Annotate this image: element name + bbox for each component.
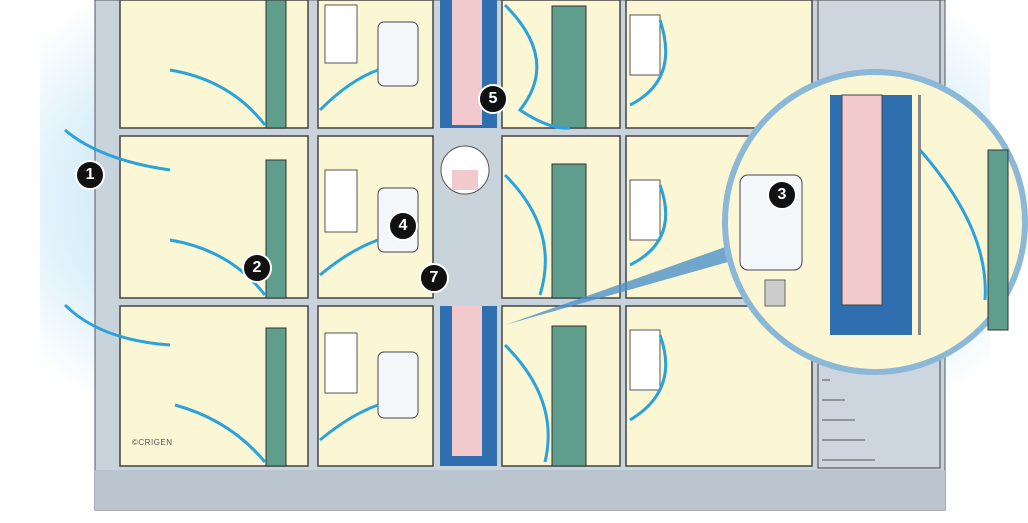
doors	[265, 0, 587, 467]
airflow-arrows	[63, 3, 668, 463]
stairs	[822, 379, 875, 461]
ground-floor-slab	[95, 470, 945, 510]
marker-4: 4	[388, 211, 418, 241]
marker-3: 3	[767, 180, 797, 210]
marker-1: 1	[75, 160, 105, 190]
marker-2: 2	[242, 253, 272, 283]
windows	[324, 4, 661, 394]
magnifier-pointer	[505, 240, 745, 325]
copyright-label: ©CRIGEN	[132, 438, 173, 447]
marker-7: 7	[419, 263, 449, 293]
marker-5: 5	[478, 84, 508, 114]
magnifier-inset	[722, 69, 1028, 375]
